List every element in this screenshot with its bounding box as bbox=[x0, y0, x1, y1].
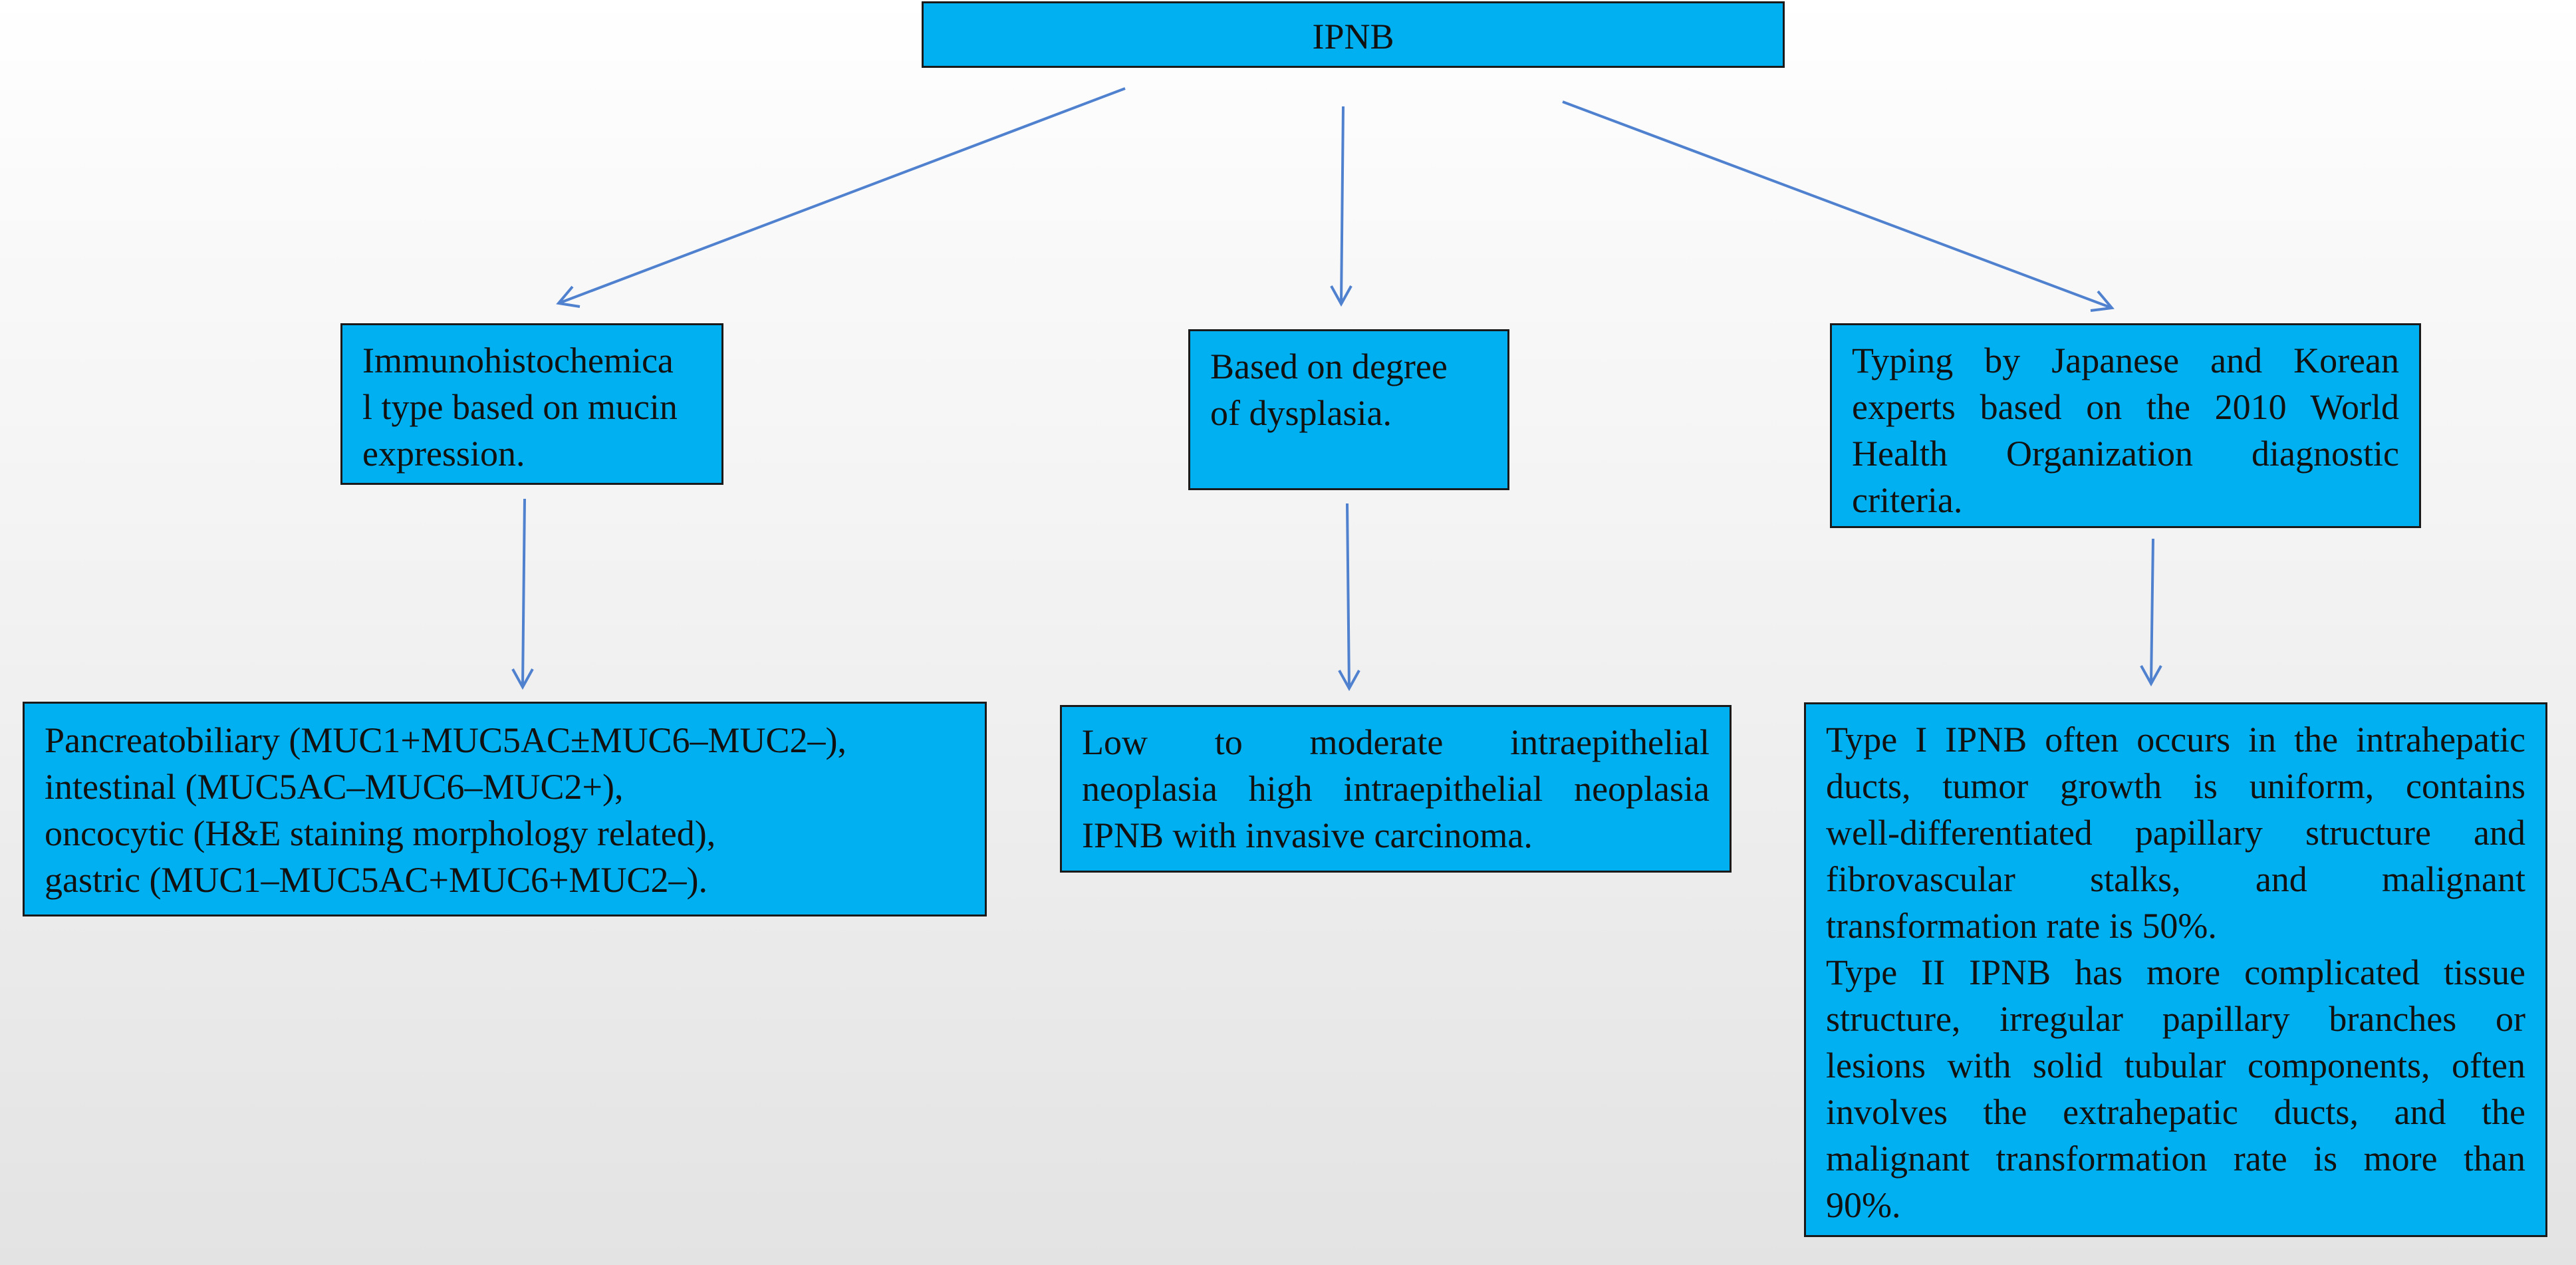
node-mucin-subtypes: Pancreatobiliary (MUC1+MUC5AC±MUC6–MUC2–… bbox=[23, 702, 987, 916]
node-text-line: involves the extrahepatic ducts, and the bbox=[1826, 1092, 2525, 1132]
node-neoplasia-grades: Low to moderate intraepithelial neoplasi… bbox=[1060, 705, 1732, 873]
root-node-label: IPNB bbox=[1312, 17, 1394, 57]
arrow-root-to-dysplasia bbox=[1330, 106, 1352, 307]
arrow-who-typing-to-ipnb-types bbox=[2140, 538, 2162, 687]
node-text-line: neoplasia high intraepithelial neoplasia bbox=[1082, 769, 1710, 809]
root-node-ipnb: IPNB bbox=[922, 1, 1785, 68]
arrow-immunohistochemical-to-mucin-types bbox=[511, 498, 534, 690]
node-text-line: Immunohistochemica bbox=[362, 341, 674, 380]
node-ipnb-types-description: Type I IPNB often occurs in the intrahep… bbox=[1804, 702, 2547, 1237]
node-dysplasia-degree: Based on degree of dysplasia. bbox=[1188, 329, 1509, 490]
node-text-line: gastric (MUC1–MUC5AC+MUC6+MUC2–). bbox=[45, 860, 708, 900]
node-text-line: Low to moderate intraepithelial bbox=[1082, 722, 1710, 762]
node-text-line: structure, irregular papillary branches … bbox=[1826, 999, 2525, 1039]
node-who-typing: Typing by Japanese and Korean experts ba… bbox=[1830, 323, 2421, 528]
node-immunohistochemical-type: Immunohistochemica l type based on mucin… bbox=[340, 323, 723, 485]
node-text-line: expression. bbox=[362, 434, 525, 474]
arrow-root-to-immunohistochemical bbox=[556, 87, 1126, 308]
node-text-line: well-differentiated papillary structure … bbox=[1826, 813, 2525, 853]
node-text-line: of dysplasia. bbox=[1210, 393, 1392, 433]
node-text-line: transformation rate is 50%. bbox=[1826, 906, 2217, 946]
arrow-dysplasia-to-neoplasia-grades bbox=[1338, 503, 1360, 692]
node-text-line: Typing by Japanese and Korean bbox=[1852, 341, 2399, 380]
arrow-root-to-who-typing bbox=[1562, 100, 2115, 312]
node-text-line: Type II IPNB has more complicated tissue bbox=[1826, 952, 2525, 992]
node-text-line: Pancreatobiliary (MUC1+MUC5AC±MUC6–MUC2–… bbox=[45, 720, 847, 760]
node-text-line: l type based on mucin bbox=[362, 387, 678, 427]
node-text-line: Health Organization diagnostic bbox=[1852, 434, 2399, 474]
node-text-line: Based on degree bbox=[1210, 347, 1448, 386]
node-text-line: malignant transformation rate is more th… bbox=[1826, 1139, 2525, 1179]
node-text-line: fibrovascular stalks, and malignant bbox=[1826, 859, 2525, 899]
node-text-line: oncocytic (H&E staining morphology relat… bbox=[45, 813, 716, 853]
node-text-line: Type I IPNB often occurs in the intrahep… bbox=[1826, 720, 2525, 760]
node-text-line: experts based on the 2010 World bbox=[1852, 387, 2399, 427]
node-text-line: criteria. bbox=[1852, 480, 1963, 520]
node-text-line: 90%. bbox=[1826, 1185, 1901, 1225]
node-text-line: lesions with solid tubular components, o… bbox=[1826, 1046, 2525, 1085]
node-text-line: intestinal (MUC5AC–MUC6–MUC2+), bbox=[45, 767, 624, 807]
node-text-line: IPNB with invasive carcinoma. bbox=[1082, 815, 1533, 855]
node-text-line: ducts, tumor growth is uniform, contains bbox=[1826, 766, 2525, 806]
